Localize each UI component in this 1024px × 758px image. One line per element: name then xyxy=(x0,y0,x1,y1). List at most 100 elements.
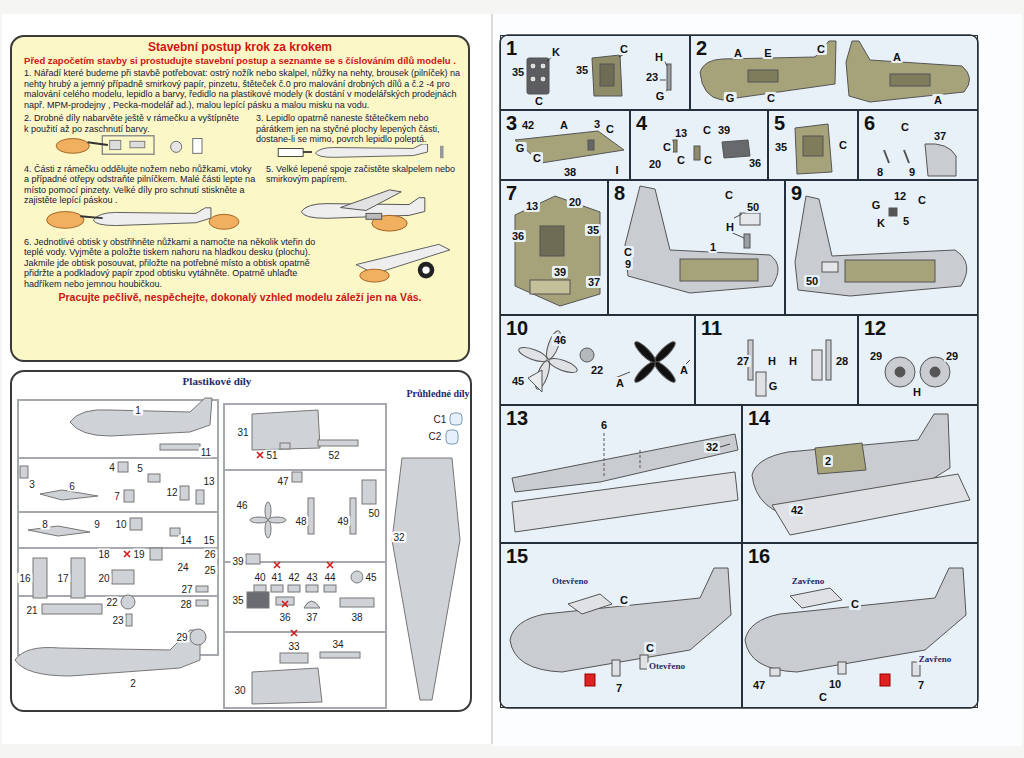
callout-label: H xyxy=(724,221,736,233)
step-illustration xyxy=(795,124,832,174)
sprue-drawing xyxy=(288,585,300,592)
part-number: 34 xyxy=(330,639,345,650)
step-illustration xyxy=(540,76,546,82)
step-illustration xyxy=(884,150,909,163)
callout-label: C xyxy=(701,124,713,136)
sprue-drawing xyxy=(446,430,458,444)
callout-label: 35 xyxy=(585,224,601,236)
step-illustration xyxy=(547,356,579,376)
crossed-part-mark xyxy=(257,452,263,458)
callout-label: 39 xyxy=(552,266,568,278)
step-illustration xyxy=(632,359,657,384)
step-illustration xyxy=(528,370,542,392)
part-number: 2 xyxy=(128,678,138,689)
sprue-drawing xyxy=(40,490,98,500)
instruction-text: 3. Lepidlo opatrně naneste štětečkem neb… xyxy=(256,113,462,145)
callout-label: A xyxy=(732,47,744,59)
part-number: 17 xyxy=(55,573,70,584)
callout-label: C xyxy=(837,139,849,151)
callout-label: 46 xyxy=(552,334,568,346)
part-number: 3 xyxy=(27,479,37,490)
step-illustration xyxy=(790,588,842,608)
state-note: Otevřeno xyxy=(647,662,687,672)
part-number: 10 xyxy=(113,519,128,530)
part-number: 18 xyxy=(96,549,111,560)
sprue-drawing xyxy=(304,601,320,608)
callout-label: 22 xyxy=(589,364,605,376)
page-fold xyxy=(491,14,493,744)
brush-painting-sketch xyxy=(110,141,121,150)
callout-label: 45 xyxy=(510,375,526,387)
callout-label: 1 xyxy=(708,241,718,253)
sprue-drawing xyxy=(247,592,269,608)
step-illustration xyxy=(838,662,846,674)
decal-sketch xyxy=(360,269,389,282)
part-number: 24 xyxy=(175,562,190,573)
callout-label: 8 xyxy=(875,166,885,178)
state-note: Otevřeno xyxy=(550,577,590,587)
step-illustration xyxy=(822,262,838,272)
cutting-sketch xyxy=(30,205,250,233)
part-number: 33 xyxy=(286,641,301,652)
sprue-drawing xyxy=(250,517,268,523)
brush-painting-sketch xyxy=(88,142,108,145)
part-number: 15 xyxy=(201,535,216,546)
sprue-drawing xyxy=(71,558,85,598)
sprue-drawing xyxy=(392,458,460,700)
callout-label: I xyxy=(613,164,620,176)
panel-title: Průhledné díly xyxy=(406,388,470,400)
callout-label: H xyxy=(911,386,923,398)
sprue-drawing xyxy=(250,502,286,538)
instruction-text: 5. Velké lepené spoje začistěte skalpele… xyxy=(266,164,462,185)
sprue-drawing xyxy=(126,614,132,626)
step-illustration xyxy=(652,359,677,384)
callout-label: C xyxy=(916,194,928,206)
steps-ground xyxy=(500,35,978,708)
leader-line xyxy=(720,444,730,447)
step-illustration xyxy=(540,63,546,69)
step-illustration xyxy=(885,357,915,387)
part-number: 44 xyxy=(322,572,337,583)
sprue-drawing xyxy=(306,585,318,592)
step-number: 6 xyxy=(864,112,875,134)
part-number: 12 xyxy=(164,487,179,498)
cutting-sketch xyxy=(47,211,84,228)
callout-label: C xyxy=(899,121,911,133)
step-box: 10 xyxy=(500,315,695,405)
step-illustration xyxy=(652,339,677,364)
part-number: 51 xyxy=(264,450,279,461)
callout-label: G xyxy=(767,380,780,392)
step-illustration xyxy=(889,208,897,216)
step-illustration xyxy=(846,41,970,102)
step-illustration xyxy=(673,140,677,152)
part-number: 9 xyxy=(92,519,102,530)
sprue-drawing xyxy=(280,653,308,663)
callout-label: C xyxy=(675,154,687,166)
sprue-drawing xyxy=(350,498,356,534)
callout-label: 13 xyxy=(524,200,540,212)
step-number: 1 xyxy=(506,37,517,59)
step-illustration xyxy=(680,259,758,281)
step-illustration xyxy=(880,674,890,686)
step-illustration xyxy=(530,63,536,69)
gluing-sketch xyxy=(440,146,444,158)
brush-painting-sketch xyxy=(171,142,182,153)
part-number: 8 xyxy=(40,519,50,530)
part-number: 30 xyxy=(232,685,247,696)
callout-label: 28 xyxy=(834,355,850,367)
sprue-drawing xyxy=(252,668,322,704)
part-number: 21 xyxy=(24,605,39,616)
sprue-drawing xyxy=(292,472,302,482)
callout-label: H xyxy=(653,51,665,63)
callout-label: C xyxy=(849,598,861,610)
callout-label: C xyxy=(723,189,735,201)
step-box: 7 xyxy=(500,180,608,315)
part-number: 36 xyxy=(277,612,292,623)
step-number: 12 xyxy=(864,317,886,339)
callout-label: K xyxy=(875,217,887,229)
instruction-text: 4. Části z rámečku oddělujte nožem nebo … xyxy=(24,164,256,206)
sprue-drawing xyxy=(308,498,314,534)
step-illustration xyxy=(515,196,600,306)
callout-label: 6 xyxy=(599,419,609,431)
